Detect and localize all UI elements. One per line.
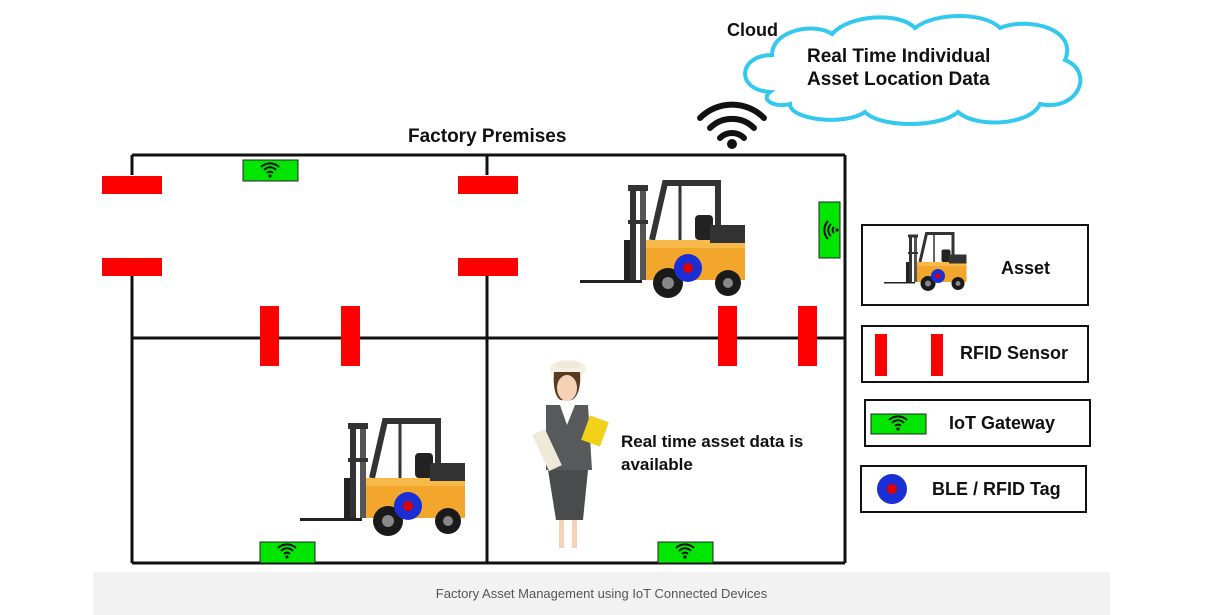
rfid-sensor [458, 258, 518, 276]
gateway-icon [242, 159, 299, 182]
wifi-icon [697, 101, 767, 149]
gateway-icon [259, 541, 316, 564]
worker-icon [532, 360, 609, 548]
legend-rfid-label: RFID Sensor [960, 343, 1068, 363]
legend-gateway-label: IoT Gateway [949, 413, 1055, 433]
premises-label: Factory Premises [408, 126, 566, 147]
rfid-sensor [798, 306, 817, 366]
gateway-icon [818, 201, 841, 259]
iot-gateways [242, 159, 841, 564]
rfid-sensors [102, 176, 817, 366]
worker-text-line1: Real time asset data is [621, 432, 803, 451]
legend-iot-gateway: IoT Gateway [864, 399, 1091, 447]
figure-caption: Factory Asset Management using IoT Conne… [435, 586, 768, 601]
forklift-icon [580, 183, 745, 298]
cloud-text-line1: Real Time Individual [807, 46, 990, 67]
rfid-sensor [102, 258, 162, 276]
legend-rfid-sensor: RFID Sensor [861, 325, 1089, 383]
cloud-shape [743, 14, 1083, 126]
rfid-sensor [718, 306, 737, 366]
rfid-sensor [260, 306, 279, 366]
tag-icon [674, 254, 702, 282]
legend-asset-label: Asset [1001, 258, 1050, 278]
legend: Asset RFID Sensor IoT Gateway BLE / RFID… [860, 224, 1091, 513]
forklift-icon [300, 421, 465, 536]
rfid-sensor [341, 306, 360, 366]
caption-bar: Factory Asset Management using IoT Conne… [93, 572, 1110, 615]
legend-asset: Asset [861, 224, 1089, 306]
tag-icon [394, 492, 422, 520]
legend-tag: BLE / RFID Tag [860, 465, 1087, 513]
gateway-icon [657, 541, 714, 564]
legend-tag-label: BLE / RFID Tag [932, 479, 1061, 499]
rfid-sensor [102, 176, 162, 194]
worker-text-line2: available [621, 455, 693, 474]
rfid-sensor [458, 176, 518, 194]
cloud-text-line2: Asset Location Data [807, 69, 990, 90]
cloud-title: Cloud [727, 20, 778, 40]
factory-walls [130, 153, 847, 565]
